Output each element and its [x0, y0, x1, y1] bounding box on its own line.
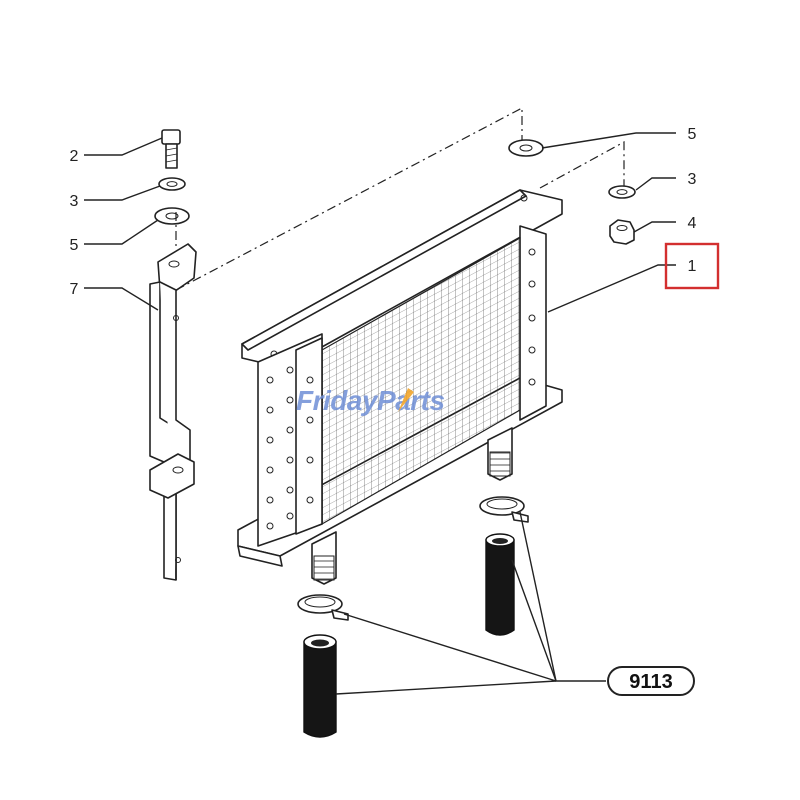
hose-right — [485, 533, 515, 636]
leader-lines — [84, 132, 676, 695]
callout-1: 1 — [688, 258, 697, 275]
callout-2: 2 — [70, 148, 79, 165]
reference-group-label: 9113 — [629, 671, 672, 693]
watermark-accent — [398, 388, 414, 412]
washer-small-right — [608, 185, 636, 199]
washer-large-left — [154, 207, 190, 225]
oil-cooler — [237, 189, 563, 585]
hose-clamp-right — [479, 496, 529, 523]
left-tank-holes — [266, 366, 314, 530]
callout-3-right: 3 — [688, 171, 697, 188]
nut — [609, 219, 635, 245]
callout-5-right: 5 — [688, 126, 697, 143]
washer-large-right — [508, 139, 544, 157]
watermark-part-a: Friday — [296, 385, 379, 416]
mounting-bracket — [149, 243, 197, 581]
svg-text:FridayParts: FridayParts — [296, 385, 445, 416]
callout-5-left: 5 — [70, 237, 79, 254]
callout-3-left: 3 — [70, 193, 79, 210]
watermark-logo: FridayParts — [296, 385, 445, 416]
right-tank-holes — [528, 248, 536, 386]
washer-small-left — [158, 177, 186, 191]
callout-7: 7 — [70, 281, 79, 298]
callout-4: 4 — [688, 215, 697, 232]
hose-clamp-left — [297, 594, 349, 621]
bolt — [161, 129, 181, 169]
watermark-part-b: Parts — [377, 385, 445, 416]
hose-left — [303, 634, 337, 738]
assembly-lines — [175, 107, 625, 291]
reference-group-badge: 9113 — [607, 666, 695, 696]
highlight-box — [664, 242, 720, 290]
